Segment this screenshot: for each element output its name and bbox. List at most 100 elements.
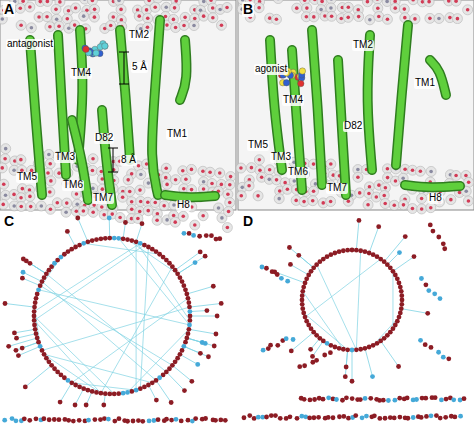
network-node <box>419 415 424 420</box>
lipid-atom <box>78 206 88 216</box>
lipid-atom-core <box>394 179 398 183</box>
network-node <box>94 390 99 395</box>
network-node <box>184 292 189 297</box>
lipid-atom-core <box>401 176 405 180</box>
lipid-atom-core <box>376 7 380 11</box>
network-edge <box>187 286 213 294</box>
network-node <box>129 389 134 394</box>
network-edge <box>127 329 188 392</box>
lipid-atom-core <box>229 175 233 179</box>
network-node <box>57 417 62 422</box>
lipid-atom <box>382 14 392 24</box>
lipid-atom-core <box>226 193 230 197</box>
lipid-atom-core <box>313 0 317 1</box>
network-node <box>90 238 95 243</box>
lipid-atom <box>136 169 146 179</box>
network-node <box>344 395 349 400</box>
network-node <box>23 384 28 389</box>
network-node <box>103 236 108 241</box>
network-edge <box>44 354 101 393</box>
network-edge <box>189 329 216 334</box>
lipid-atom-core <box>28 5 32 9</box>
network-node <box>35 336 40 341</box>
lipid-atom-core <box>75 209 79 213</box>
network-node <box>367 345 372 350</box>
lipid-atom-core <box>19 196 23 200</box>
network-node <box>52 417 57 422</box>
network-node <box>77 243 82 248</box>
network-node <box>98 236 103 241</box>
lipid-atom-core <box>286 188 290 192</box>
network-node <box>2 418 7 423</box>
lipid-atom-core <box>201 214 205 218</box>
lipid-atom <box>16 155 26 165</box>
helix-label: TM3 <box>54 152 76 163</box>
lipid-atom <box>1 144 11 154</box>
lipid-atom <box>36 201 46 211</box>
helix-outline <box>312 30 322 185</box>
lipid-atom-core <box>393 6 397 10</box>
network-node <box>462 396 467 401</box>
lipid-atom <box>0 199 8 209</box>
lipid-atom <box>190 220 200 230</box>
network-node <box>397 250 402 255</box>
lipid-atom-core <box>4 147 8 151</box>
lipid-atom <box>408 0 418 5</box>
lipid-atom <box>253 191 263 201</box>
network-node <box>191 233 196 238</box>
lipid-atom <box>417 204 427 214</box>
network-edge <box>34 245 144 320</box>
lipid-atom <box>434 13 444 23</box>
lipid-atom <box>143 13 153 23</box>
network-edge <box>60 383 72 402</box>
lipid-atom-core <box>49 179 53 183</box>
network-node <box>426 288 431 293</box>
network-node <box>264 266 269 271</box>
network-node <box>354 347 359 352</box>
lipid-atom <box>463 196 473 206</box>
lipid-atom-core <box>466 8 470 12</box>
lipid-atom-core <box>377 15 381 19</box>
network-node <box>20 346 25 351</box>
network-node <box>312 397 317 402</box>
network-node <box>368 396 373 401</box>
network-node <box>116 236 121 241</box>
lipid-atom-core <box>420 207 424 211</box>
lipid-atom-core <box>12 204 16 208</box>
network-node <box>300 298 305 303</box>
network-node <box>300 306 305 311</box>
lipid-atom <box>25 2 35 12</box>
lipid-atom-core <box>268 168 272 172</box>
network-node <box>424 414 429 419</box>
network-edge <box>72 298 188 382</box>
lipid-atom <box>198 211 208 221</box>
lipid-atom <box>44 149 54 159</box>
network-edge <box>291 332 313 351</box>
network-node <box>193 260 198 265</box>
lipid-atom-core <box>448 16 452 20</box>
network-node <box>316 415 321 420</box>
network-node <box>32 322 37 327</box>
panel-frame <box>0 212 236 426</box>
network-edge <box>275 272 305 283</box>
lipid-atom-core <box>184 178 188 182</box>
lipid-atom-core <box>73 23 77 27</box>
network-edge <box>392 271 393 328</box>
network-node <box>432 291 437 296</box>
network-node <box>354 248 359 253</box>
lipid-atom-core <box>228 183 232 187</box>
network-node <box>303 315 308 320</box>
network-edge <box>30 263 46 274</box>
lipid-atom-core <box>164 166 168 170</box>
network-node <box>140 221 145 226</box>
network-edge <box>78 218 88 242</box>
network-edge <box>289 247 313 267</box>
network-node <box>33 300 38 305</box>
network-node <box>256 415 261 420</box>
network-node <box>310 354 315 359</box>
network-node <box>179 419 184 424</box>
network-node <box>217 236 222 241</box>
lipid-atom-core <box>190 188 194 192</box>
network-node <box>206 354 211 359</box>
